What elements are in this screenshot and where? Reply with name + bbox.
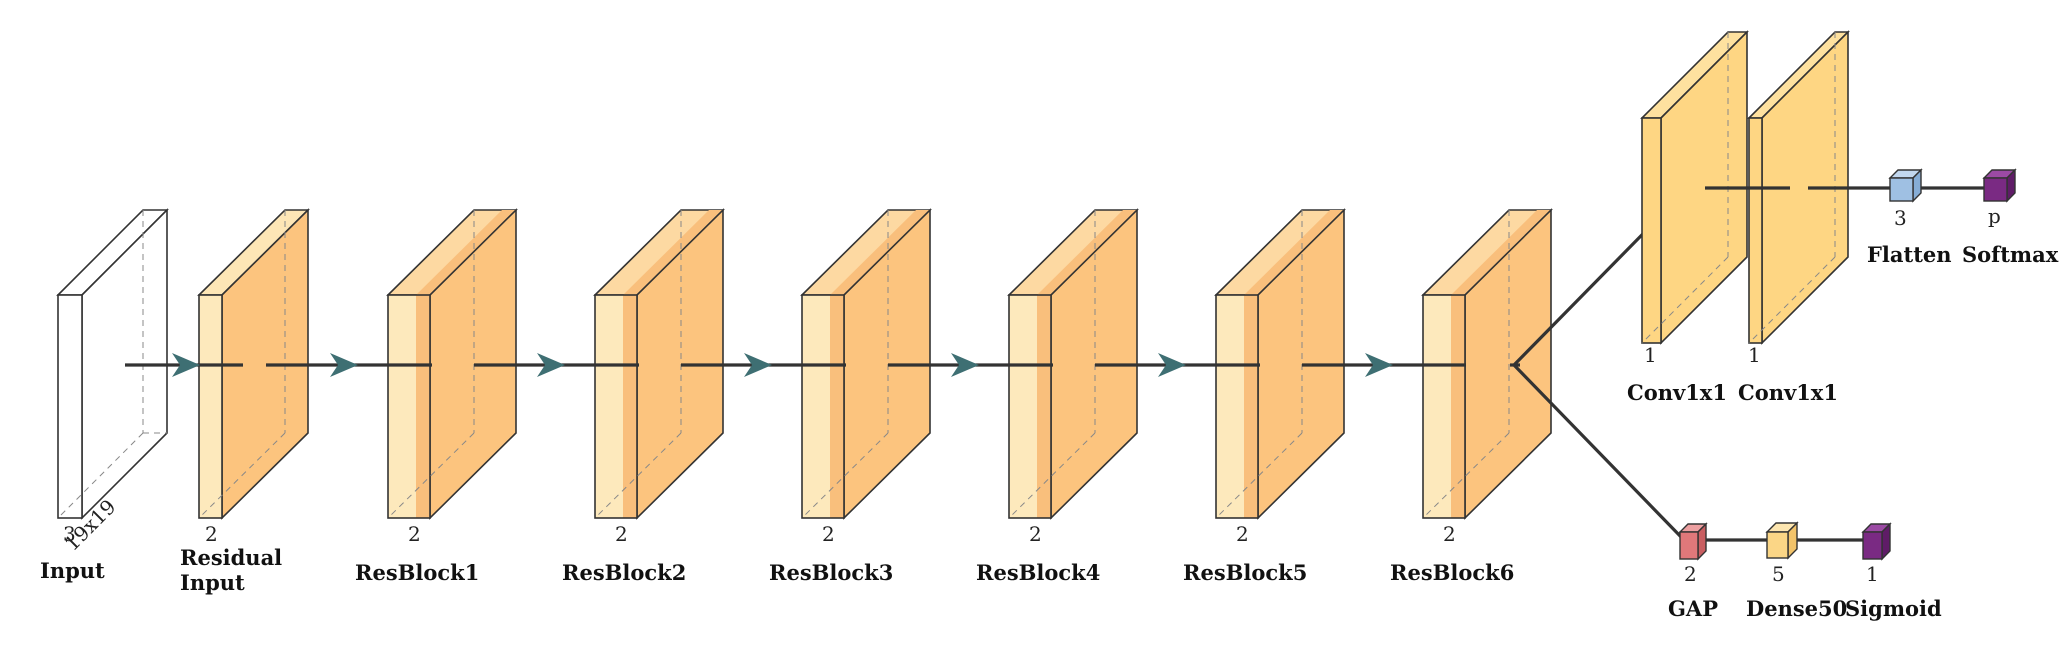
- sigmoid-depth: 1: [1866, 562, 1879, 586]
- resblock-3-depth: 2: [822, 522, 835, 546]
- dense50-label: Dense50: [1746, 596, 1847, 621]
- conv1x1-b-label: Conv1x1: [1738, 380, 1838, 405]
- residual-input-label-line2: Input: [180, 570, 245, 595]
- resblock-1-depth: 2: [408, 522, 421, 546]
- residual-input-depth: 2: [205, 522, 218, 546]
- resblock-5-depth: 2: [1236, 522, 1249, 546]
- conv1x1-a-depth: 1: [1644, 343, 1657, 367]
- gap-cube: [1678, 522, 1708, 561]
- flow-arrow-7: [1365, 353, 1393, 377]
- conv1x1-a-label: Conv1x1: [1627, 380, 1727, 405]
- flow-arrow-3: [537, 353, 565, 377]
- conv1x1-a-block: [1640, 30, 1749, 345]
- resblock-1-label: ResBlock1: [355, 560, 479, 585]
- value-branch-line: [1512, 363, 1686, 542]
- input-layer: [56, 208, 169, 520]
- input-depth: 3: [63, 522, 76, 546]
- resblock-6-label: ResBlock6: [1390, 560, 1514, 585]
- resblock-5: [1214, 208, 1346, 520]
- resblock-2-depth: 2: [615, 522, 628, 546]
- resblock-4-label: ResBlock4: [976, 560, 1100, 585]
- residual-input-label-line1: Residual: [180, 545, 282, 570]
- softmax-depth: p: [1988, 204, 2001, 228]
- flow-arrow-6: [1158, 353, 1186, 377]
- flatten-label: Flatten: [1867, 242, 1952, 267]
- flow-arrow-4: [744, 353, 772, 377]
- flow-arrows: [172, 353, 1393, 377]
- resblock-6: [1421, 208, 1553, 520]
- flow-arrow-1: [172, 353, 200, 377]
- flow-arrow-5: [951, 353, 979, 377]
- resblock-5-label: ResBlock5: [1183, 560, 1307, 585]
- conv1x1-b-block: [1747, 30, 1850, 345]
- residual-input-block: [197, 208, 310, 520]
- flatten-cube: [1888, 168, 1923, 203]
- resblock-2-label: ResBlock2: [562, 560, 686, 585]
- flatten-depth: 3: [1894, 206, 1907, 230]
- resblock-4-depth: 2: [1029, 522, 1042, 546]
- resblock-1: [386, 208, 518, 520]
- dense50-depth: 5: [1772, 562, 1785, 586]
- dense50-cube: [1765, 521, 1799, 560]
- resblock-6-depth: 2: [1443, 522, 1456, 546]
- softmax-label: Softmax: [1962, 242, 2059, 267]
- resblock-4: [1007, 208, 1139, 520]
- gap-depth: 2: [1684, 562, 1697, 586]
- gap-label: GAP: [1668, 596, 1718, 621]
- input-label: Input: [40, 558, 105, 583]
- resblock-2: [593, 208, 725, 520]
- resblock-3: [800, 208, 932, 520]
- sigmoid-label: Sigmoid: [1845, 596, 1942, 621]
- resblock-3-label: ResBlock3: [769, 560, 893, 585]
- softmax-cube: [1982, 168, 2017, 203]
- conv1x1-b-depth: 1: [1748, 343, 1761, 367]
- sigmoid-cube: [1861, 522, 1892, 561]
- flow-arrow-2: [330, 353, 358, 377]
